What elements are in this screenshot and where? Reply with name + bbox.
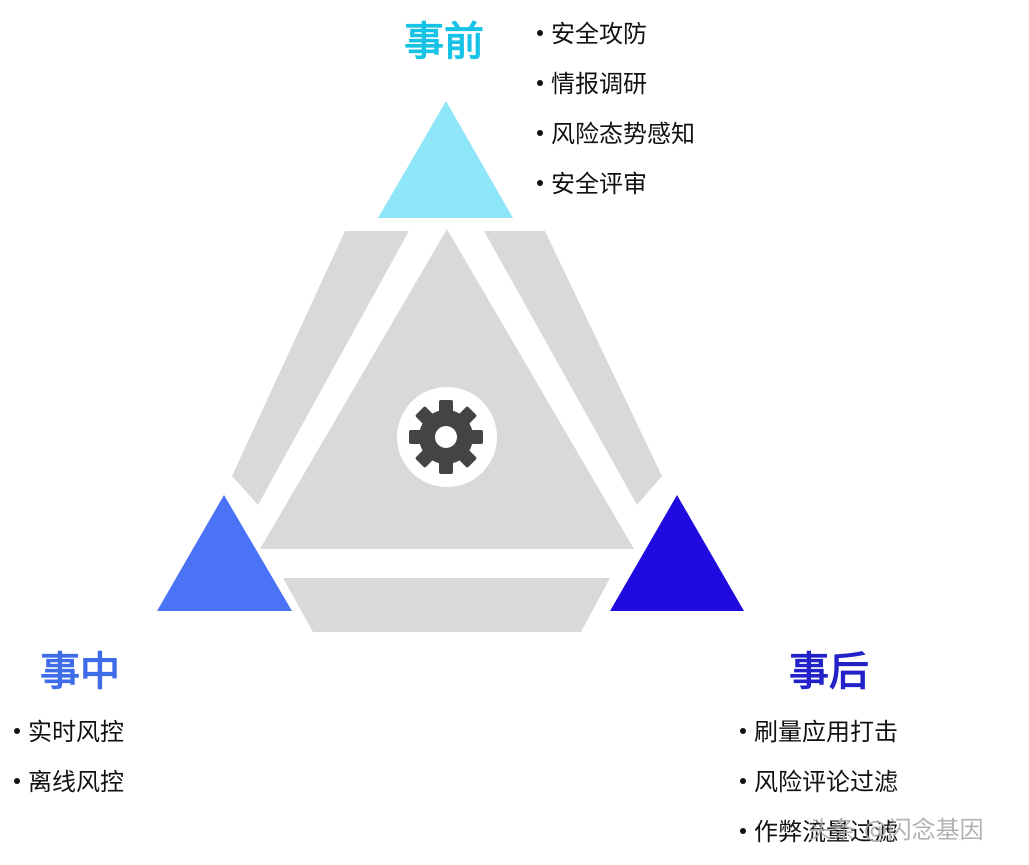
before-title: 事前 [404, 19, 484, 65]
list-item: 风险评论过滤 [740, 765, 898, 815]
during-items-list: 实时风控 离线风控 [14, 715, 124, 815]
bullet-icon [537, 180, 543, 186]
bullet-icon [740, 728, 746, 734]
during-triangle [157, 495, 292, 611]
list-item-label: 情报调研 [551, 70, 647, 98]
list-item: 实时风控 [14, 715, 124, 765]
list-item-label: 风险评论过滤 [754, 768, 898, 796]
list-item-label: 安全攻防 [551, 20, 647, 48]
list-item-label: 作弊流量过滤 [754, 818, 898, 846]
arrow-band-left [232, 231, 409, 505]
list-item: 风险态势感知 [537, 117, 695, 167]
arrow-band-bottom [283, 578, 610, 632]
before-items-list: 安全攻防 情报调研 风险态势感知 安全评审 [537, 17, 695, 217]
gear-icon [409, 400, 483, 474]
list-item-label: 离线风控 [28, 768, 124, 796]
list-item-label: 安全评审 [551, 170, 647, 198]
after-title: 事后 [789, 649, 869, 695]
list-item: 安全评审 [537, 167, 695, 217]
bullet-icon [537, 130, 543, 136]
list-item: 安全攻防 [537, 17, 695, 67]
after-triangle [610, 495, 744, 611]
list-item: 情报调研 [537, 67, 695, 117]
arrow-band-right [484, 231, 662, 505]
bullet-icon [14, 728, 20, 734]
list-item: 作弊流量过滤 [740, 815, 898, 865]
list-item: 离线风控 [14, 765, 124, 815]
bullet-icon [740, 778, 746, 784]
before-triangle [378, 101, 513, 218]
list-item-label: 风险态势感知 [551, 120, 695, 148]
bullet-icon [14, 778, 20, 784]
list-item: 刷量应用打击 [740, 715, 898, 765]
bullet-icon [537, 30, 543, 36]
list-item-label: 刷量应用打击 [754, 718, 898, 746]
after-items-list: 刷量应用打击 风险评论过滤 作弊流量过滤 [740, 715, 898, 865]
during-title: 事中 [40, 649, 120, 695]
bullet-icon [537, 80, 543, 86]
watermark: 头条 @闪念基因 [808, 816, 984, 844]
bullet-icon [740, 828, 746, 834]
list-item-label: 实时风控 [28, 718, 124, 746]
